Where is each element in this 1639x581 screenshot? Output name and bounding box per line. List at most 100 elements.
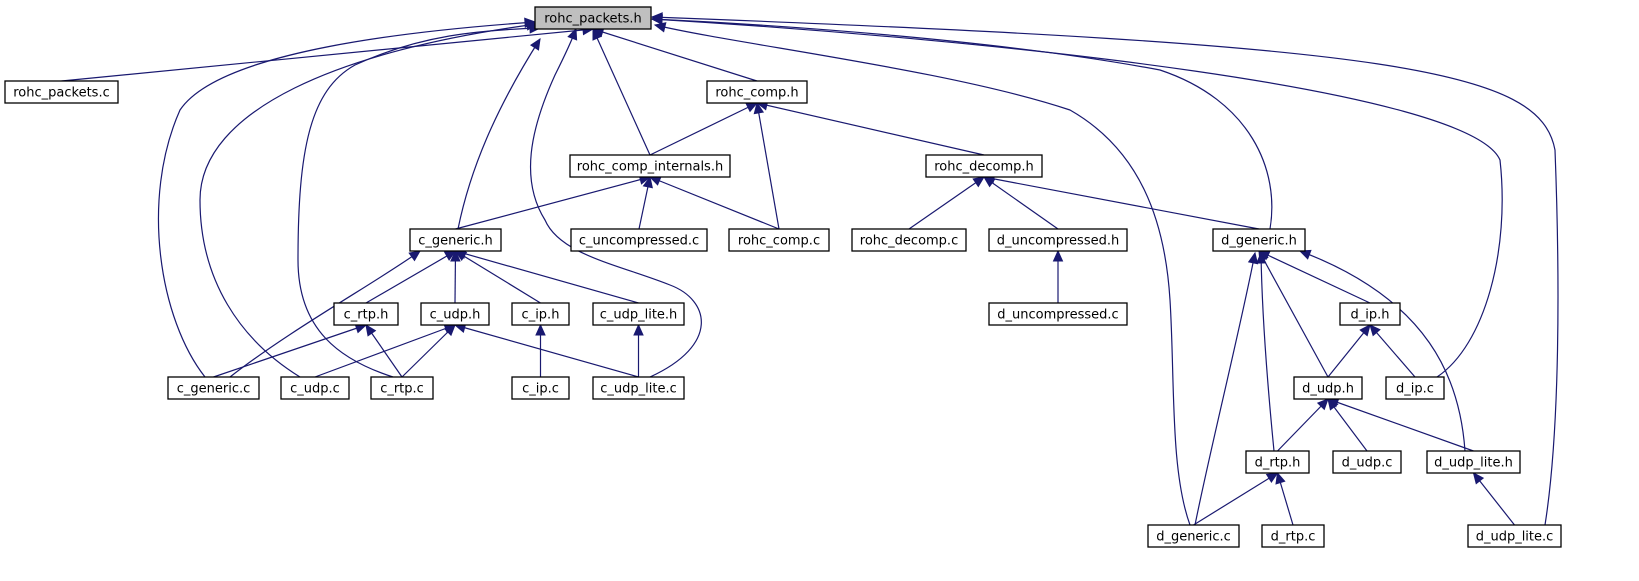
- edge-c_udp_h-to-c_generic_h: [450, 249, 461, 304]
- node-d-udp-c[interactable]: d_udp.c: [1332, 450, 1402, 474]
- edge-rohc_comp_c-to-rohc_comp_h: [753, 101, 780, 230]
- edge-line: [649, 102, 758, 156]
- node-c-rtp-h[interactable]: c_rtp.h: [333, 302, 399, 326]
- edge-c_udp_c-to-c_udp_h: [314, 323, 457, 378]
- node-d-rtp-c[interactable]: d_rtp.c: [1261, 524, 1325, 548]
- edge-c_udp_lite_c-to-c_udp_h: [453, 322, 639, 378]
- node-c-udp-lite-h[interactable]: c_udp_lite.h: [592, 302, 685, 326]
- node-d-ip-h[interactable]: d_ip.h: [1339, 302, 1401, 326]
- node-box: [511, 376, 570, 400]
- edge-line: [756, 102, 985, 156]
- node-c-udp-h[interactable]: c_udp.h: [420, 302, 490, 326]
- node-box: [333, 302, 399, 326]
- edge-line: [1277, 398, 1329, 452]
- node-d-rtp-h[interactable]: d_rtp.h: [1245, 450, 1310, 474]
- edge-line: [1327, 324, 1371, 378]
- node-rohc-decomp-h[interactable]: rohc_decomp.h: [925, 154, 1043, 178]
- node-d-udp-lite-c[interactable]: d_udp_lite.c: [1467, 524, 1562, 548]
- node-label: c_udp_lite.h: [600, 308, 678, 323]
- edge-d_rtp_h-to-d_udp_h: [1277, 398, 1329, 452]
- node-d-udp-lite-h[interactable]: d_udp_lite.h: [1426, 450, 1521, 474]
- edge-line: [649, 176, 780, 230]
- edge-d_generic_c-to-d_rtp_h: [1193, 472, 1279, 526]
- node-box: [409, 228, 502, 252]
- node-label: d_ip.h: [1351, 308, 1390, 323]
- edge-d_generic_h-to-rohc_decomp_h: [982, 173, 1260, 230]
- node-box: [4, 80, 119, 104]
- arrowhead-icon: [972, 176, 986, 188]
- edge-rohc_comp_c-to-rohc_comp_internals_h: [648, 176, 780, 230]
- arrowhead-icon: [450, 249, 461, 262]
- node-rohc-packets-c[interactable]: rohc_packets.c: [4, 80, 119, 104]
- arrowhead-icon: [1052, 249, 1064, 262]
- arrowhead-icon: [443, 324, 456, 337]
- edge-c_generic_h-to-rohc_packets_h: [457, 37, 541, 230]
- node-c-ip-c[interactable]: c_ip.c: [511, 376, 570, 400]
- edge-line: [457, 38, 541, 230]
- edge-rohc_decomp_c-to-rohc_decomp_h: [908, 176, 986, 230]
- arrowhead-icon: [535, 323, 546, 336]
- node-box: [534, 6, 652, 30]
- node-label: c_rtp.c: [380, 382, 424, 397]
- node-box: [1245, 450, 1310, 474]
- arrowhead-icon: [753, 101, 765, 115]
- node-box: [1293, 376, 1363, 400]
- edge-d_udp_h-to-d_ip_h: [1327, 324, 1371, 378]
- node-c-udp-c[interactable]: c_udp.c: [280, 376, 350, 400]
- edge-line: [61, 28, 594, 82]
- edge-line: [455, 176, 651, 230]
- node-c-uncompressed-c[interactable]: c_uncompressed.c: [570, 228, 708, 252]
- node-c-generic-c[interactable]: c_generic.c: [167, 376, 260, 400]
- edge-line: [1299, 250, 1466, 452]
- edge-c_rtp_c-to-c_udp_h: [401, 324, 456, 378]
- edge-d_udp_lite_c-to-d_udp_lite_h: [1472, 472, 1515, 526]
- arrowhead-icon: [592, 27, 603, 41]
- edge-line: [908, 176, 985, 230]
- node-box: [1147, 524, 1240, 548]
- node-label: rohc_decomp.c: [860, 234, 958, 249]
- edge-line: [1194, 252, 1256, 526]
- node-label: rohc_decomp.h: [934, 160, 1034, 175]
- node-box: [925, 154, 1043, 178]
- node-rohc-packets-h[interactable]: rohc_packets.h: [534, 6, 652, 30]
- arrowhead-icon: [567, 27, 578, 41]
- edge-line: [756, 102, 780, 230]
- node-c-generic-h[interactable]: c_generic.h: [409, 228, 502, 252]
- edge-d_ip_c-to-d_ip_h: [1369, 324, 1416, 378]
- node-c-udp-lite-c[interactable]: c_udp_lite.c: [592, 376, 685, 400]
- arrowhead-icon: [529, 37, 541, 51]
- node-layer: rohc_packets.h rohc_packets.c rohc_comp.hr…: [4, 6, 1562, 548]
- arrowhead-icon: [653, 22, 667, 33]
- node-label: d_ip.c: [1396, 382, 1434, 397]
- arrowhead-icon: [642, 175, 653, 189]
- node-label: c_ip.h: [522, 308, 560, 323]
- edge-line: [592, 28, 758, 82]
- arrowhead-icon: [633, 323, 644, 336]
- node-c-rtp-c[interactable]: c_rtp.c: [370, 376, 434, 400]
- edge-c_ip_h-to-c_generic_h: [454, 250, 541, 304]
- edge-line: [1258, 250, 1329, 378]
- node-c-ip-h[interactable]: c_ip.h: [511, 302, 570, 326]
- node-d-uncompressed-c[interactable]: d_uncompressed.c: [988, 302, 1128, 326]
- node-rohc-decomp-c[interactable]: rohc_decomp.c: [851, 228, 967, 252]
- node-rohc-comp-internals-h[interactable]: rohc_comp_internals.h: [569, 154, 731, 178]
- node-rohc-comp-h[interactable]: rohc_comp.h: [706, 80, 808, 104]
- edge-line: [157, 21, 536, 378]
- node-d-ip-c[interactable]: d_ip.c: [1385, 376, 1445, 400]
- arrowhead-icon: [1369, 324, 1381, 337]
- node-d-udp-h[interactable]: d_udp.h: [1293, 376, 1363, 400]
- node-d-uncompressed-h[interactable]: d_uncompressed.h: [988, 228, 1128, 252]
- node-rohc-comp-c[interactable]: rohc_comp.c: [728, 228, 830, 252]
- node-d-generic-c[interactable]: d_generic.c: [1147, 524, 1240, 548]
- node-d-generic-h[interactable]: d_generic.h: [1212, 228, 1306, 252]
- node-label: rohc_comp.c: [738, 234, 820, 249]
- edge-d_udp_c-to-d_udp_h: [1327, 398, 1368, 452]
- edge-d_generic_c-to-d_generic_h: [1194, 251, 1259, 526]
- arrowhead-icon: [1359, 324, 1371, 337]
- node-box: [280, 376, 350, 400]
- edge-d_udp_h-to-d_generic_h: [1258, 249, 1329, 378]
- edge-line: [314, 324, 456, 378]
- node-label: rohc_packets.h: [544, 12, 642, 27]
- edge-line: [1473, 472, 1515, 526]
- node-box: [570, 228, 708, 252]
